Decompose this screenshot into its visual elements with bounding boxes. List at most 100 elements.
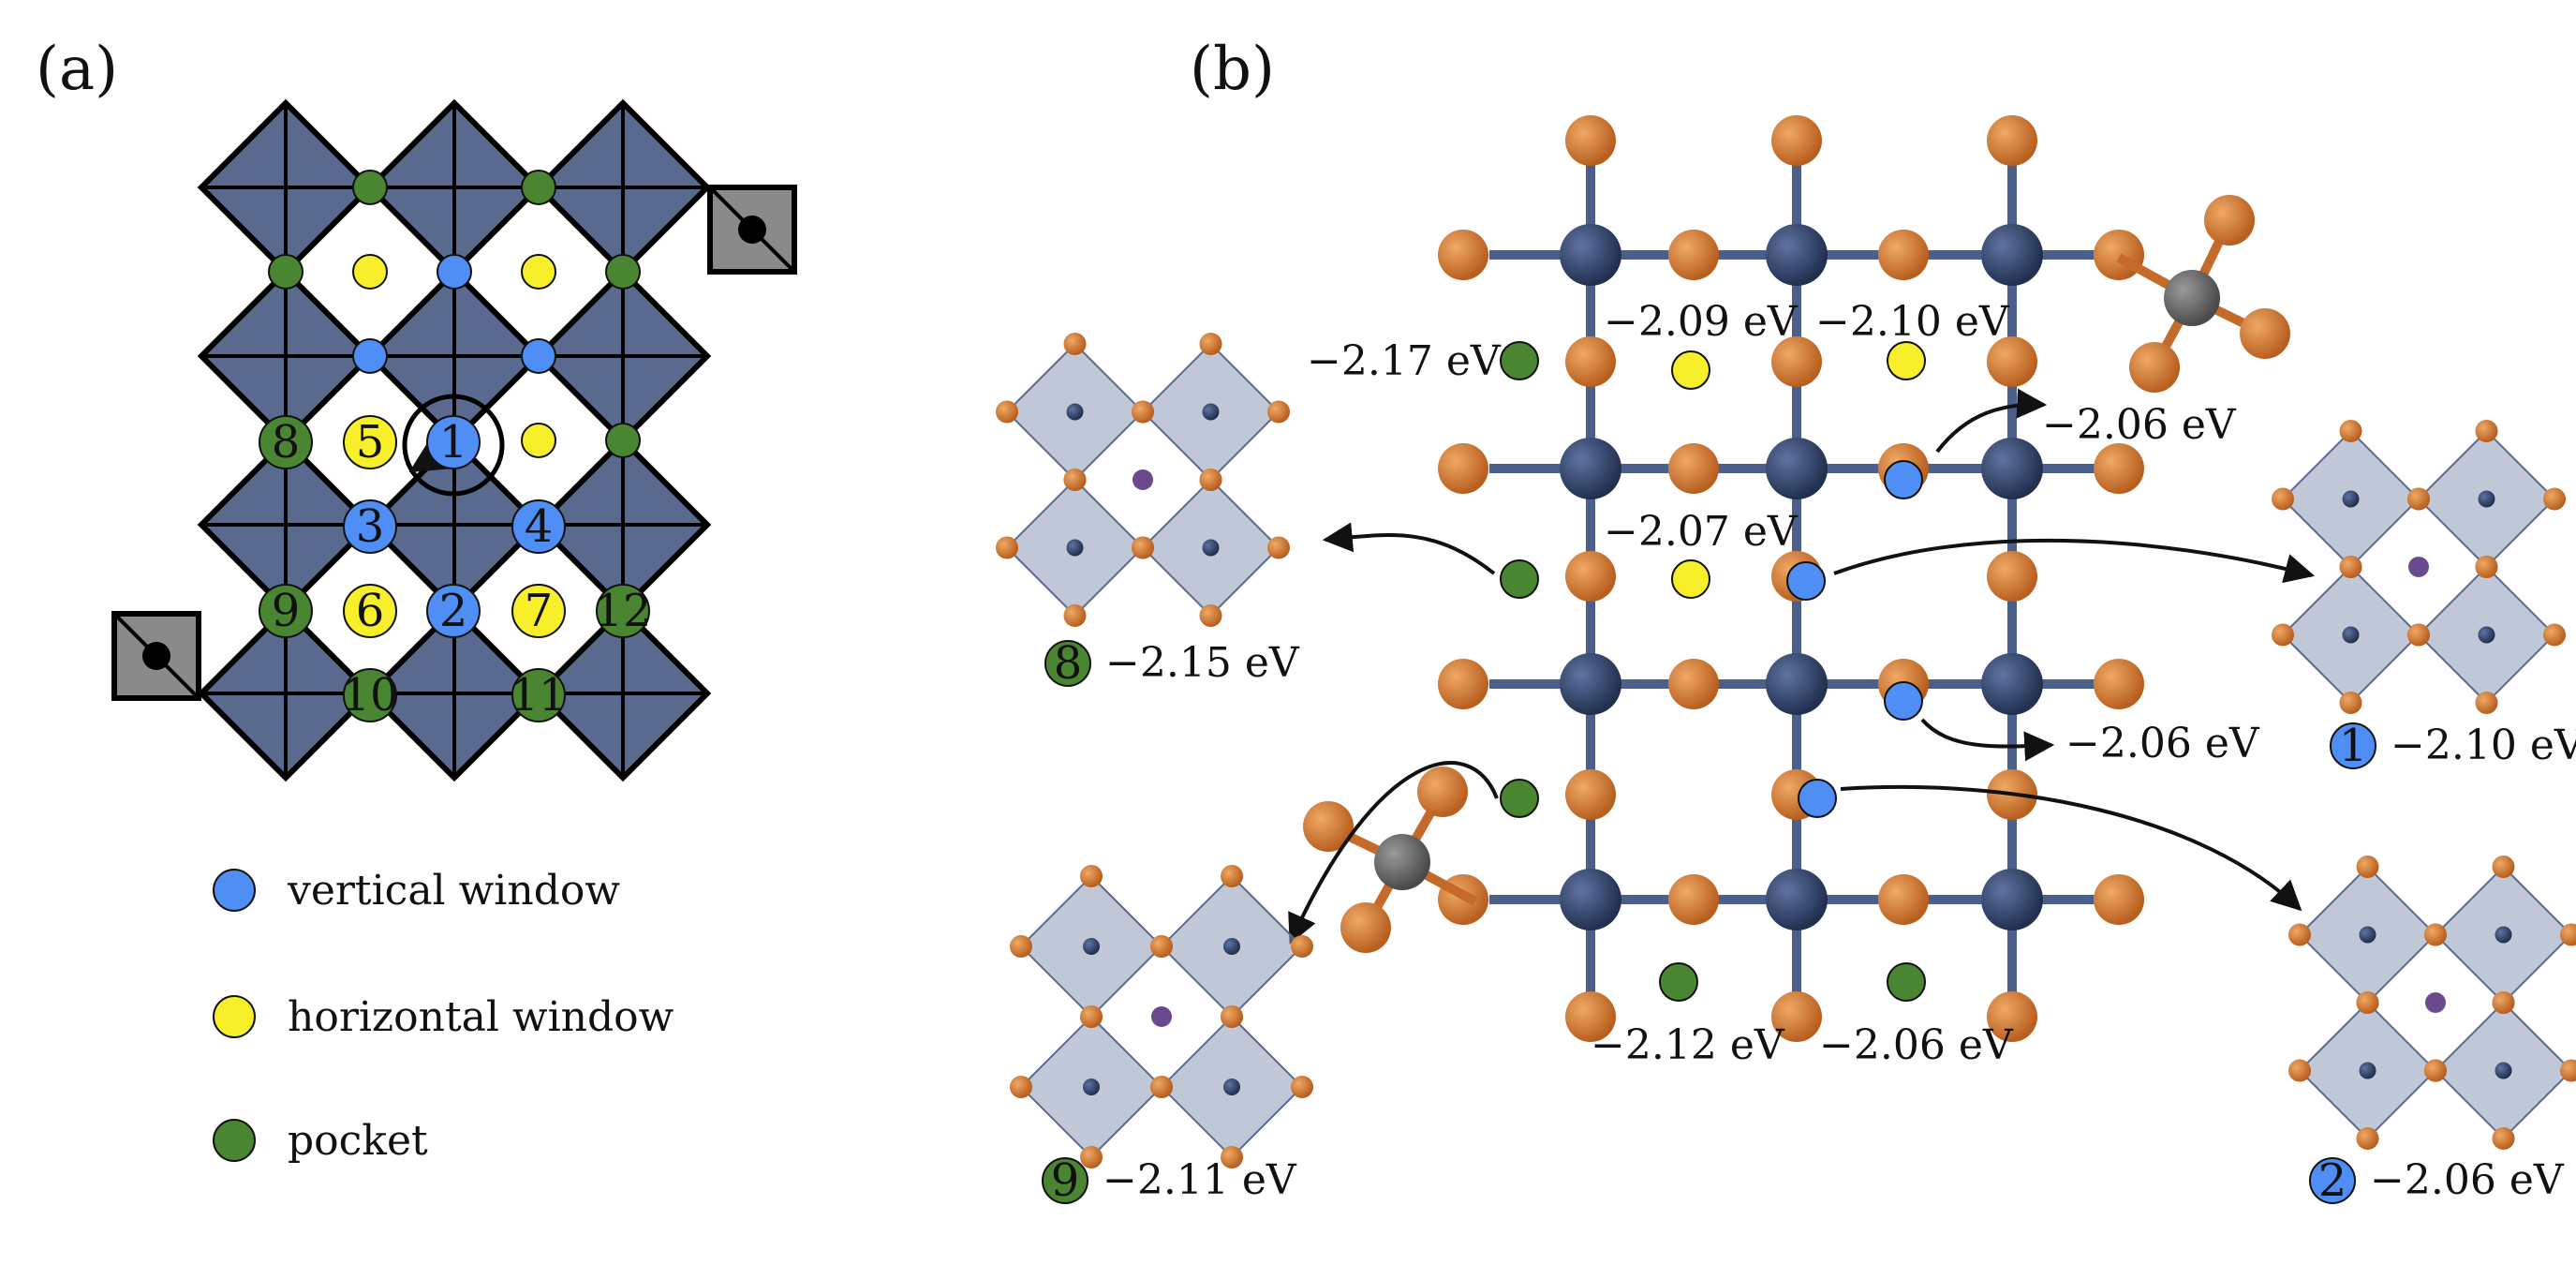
halide-atom [1771,336,1822,387]
site-marker-1 [426,415,481,469]
halide-atom [1987,115,2037,166]
halide-atom [1668,230,1719,280]
interstitial-atom [2425,992,2446,1013]
arrow [1288,761,1499,945]
metal-atom [1560,438,1621,499]
inset-site-number: 2 [2318,1154,2347,1207]
site-number-7: 7 [525,585,554,637]
arrow [1833,538,2316,584]
site-number-11: 11 [510,669,567,722]
metal-atom [1766,869,1828,930]
dopant-halide [2240,308,2290,359]
site-vertical-window [1798,779,1837,818]
energy-label: −2.17 eV [1307,337,1502,385]
site-marker-small [437,254,472,290]
panel-b-sites [1500,341,1926,1002]
energy-label: −2.10 eV [1815,298,2010,346]
halide-atom [1771,991,1822,1042]
inset-structure-1 [2272,420,2566,714]
legend: vertical window horizontal window pocket [213,867,674,1165]
energy-label: −2.06 eV [2042,401,2237,449]
site-number-8: 8 [272,416,301,469]
site-number-10: 10 [341,669,398,722]
legend-label-pocket: pocket [288,1117,428,1165]
metal-atom [1981,224,2043,286]
site-horizontal-window [1671,350,1710,390]
halide-atom [2094,443,2144,494]
site-marker-7 [511,584,566,638]
site-marker-small [521,254,556,290]
site-number-3: 3 [356,500,385,553]
dopant-atom-bottom [1374,834,1430,890]
site-number-12: 12 [594,585,651,637]
dopant-molecule-bottom [1303,766,1478,953]
site-number-9: 9 [272,585,301,637]
octahedron [365,98,543,276]
dopant-atom-top [2164,270,2220,326]
interstitial-atom [1151,1006,1172,1027]
octahedron [197,98,375,276]
site-marker-5 [343,415,397,469]
inset-site-marker [1044,640,1091,687]
halide-atom [1668,874,1719,925]
halide-atom [1987,991,2037,1042]
inset-energy: −2.10 eV [2391,722,2576,769]
inset-structure-8 [996,333,1290,627]
legend-label-horizontal: horizontal window [288,993,674,1041]
octahedron [534,604,712,782]
rotation-circle [402,394,505,497]
halide-atom [1565,115,1616,166]
site-marker-6 [343,584,397,638]
site-number-2: 2 [439,585,468,637]
interstitial-atom [1133,469,1153,490]
site-pocket [1659,962,1698,1002]
halide-atom [1565,769,1616,820]
metal-atom [1766,653,1828,715]
site-number-1: 1 [439,416,468,469]
site-vertical-window [1884,681,1923,721]
metal-atom [1981,653,2043,715]
halide-atom [1987,336,2037,387]
site-marker-small [521,423,556,458]
inset-structure-9 [1010,865,1313,1168]
energy-label: −2.12 eV [1591,1021,1785,1069]
inset-site-number: 9 [1051,1154,1080,1207]
halide-atom [1668,443,1719,494]
site-pocket [1500,559,1539,599]
site-marker-10 [343,668,397,722]
panel-label-a: (a) [36,35,118,104]
inset-site-marker [2309,1157,2356,1204]
inset-structure-2 [2288,856,2576,1150]
energy-label: −2.06 eV [1819,1021,2014,1069]
legend-marker-vertical [213,869,256,912]
arrow [1935,388,2048,454]
dopant-halide [2204,195,2255,246]
dopant-dot-bottom [142,642,170,670]
inset-energy: −2.15 eV [1105,639,1300,687]
dopant-halide [1417,766,1468,817]
arrow [1322,522,1496,575]
panel-label-b: (b) [1190,35,1275,104]
legend-marker-pocket [213,1119,256,1162]
metal-atom [1766,224,1828,286]
site-number-5: 5 [356,416,385,469]
legend-label-vertical: vertical window [287,867,620,915]
site-marker-small [352,170,388,205]
inset-energy: −2.11 eV [1103,1156,1297,1204]
site-marker-small [352,338,388,374]
halide-atom [1878,230,1929,280]
dopant-halide [1303,801,1354,852]
site-marker-small [352,254,388,290]
inset-labels: 8 −2.15 eV 1 −2.10 eV 9 −2.11 eV 2 −2.06… [1042,637,2576,1207]
inset-site-marker [1042,1157,1088,1204]
halide-atom [1878,874,1929,925]
site-pocket [1500,341,1539,380]
halide-atom [1438,659,1488,709]
metal-atom [1766,438,1828,499]
octahedron [534,98,712,276]
halide-atom [1438,443,1488,494]
site-marker-small [521,338,556,374]
inset-energy: −2.06 eV [2370,1156,2565,1204]
